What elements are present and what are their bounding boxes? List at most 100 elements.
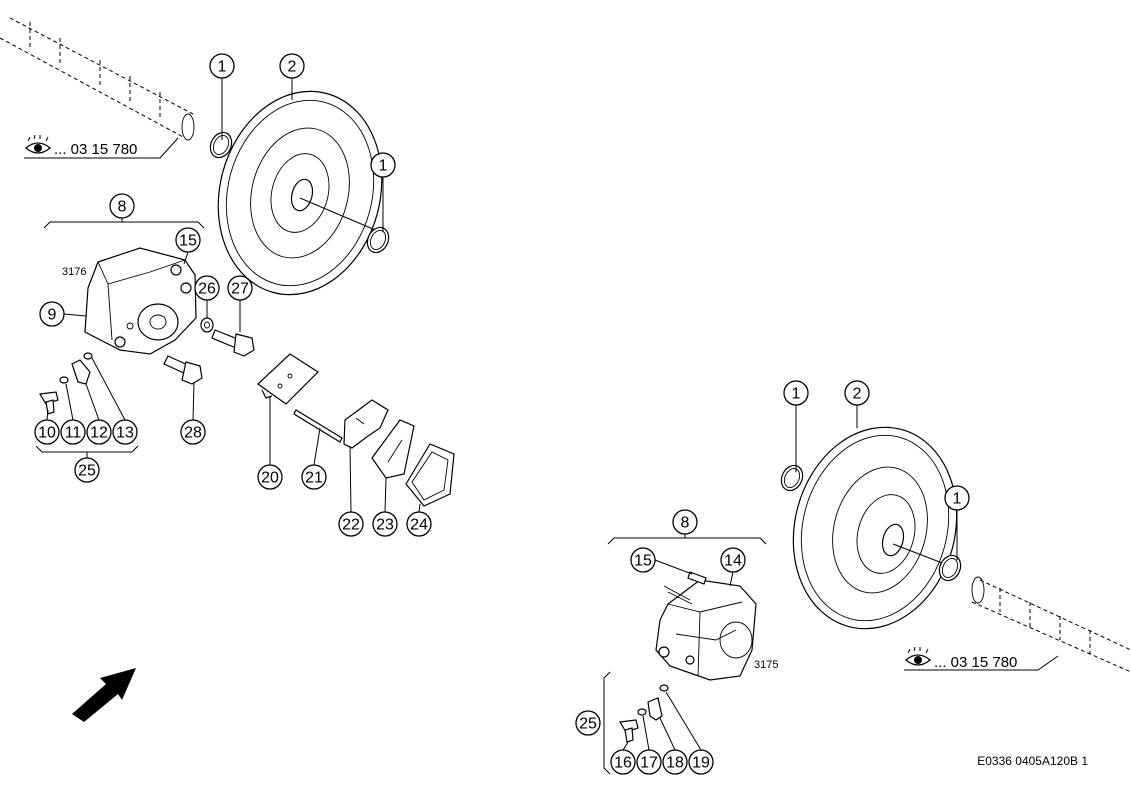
pad-spring-plate — [257, 353, 319, 405]
seal-ring-left — [59, 376, 69, 384]
callout-19: 19 — [688, 749, 714, 775]
eye-icon — [905, 646, 931, 666]
brake-caliper-left — [84, 247, 197, 355]
callout-1: 1 — [370, 152, 396, 178]
callout-11: 11 — [60, 419, 86, 445]
callout-circle — [944, 485, 970, 511]
drawing-number: E0336 0405A120B 1 — [977, 754, 1088, 768]
callout-circle — [86, 419, 112, 445]
callout-number: 19 — [692, 755, 710, 772]
callout-circle — [630, 547, 656, 573]
callout-13: 13 — [112, 419, 138, 445]
bleed-screw-right-top — [663, 571, 707, 605]
axle-shaft-right — [971, 576, 1131, 673]
circlip-left-inner — [209, 131, 233, 159]
leader-lines-left — [24, 78, 421, 513]
callout-25: 25 — [74, 457, 100, 483]
callout-circle — [279, 53, 305, 79]
callout-number: 12 — [90, 425, 108, 442]
callout-circle — [662, 749, 688, 775]
callout-circle — [180, 419, 206, 445]
callout-number: 23 — [376, 517, 394, 534]
callout-circle — [109, 193, 135, 219]
callout-28: 28 — [180, 419, 206, 445]
cap-left — [71, 359, 91, 385]
callout-number: 2 — [853, 386, 862, 403]
callout-number: 8 — [118, 199, 127, 216]
callout-circle — [783, 380, 809, 406]
brake-caliper-right — [655, 579, 757, 681]
callout-circle — [209, 53, 235, 79]
brake-pad — [405, 443, 455, 507]
anti-squeal-shim — [371, 419, 415, 479]
cap-right — [647, 697, 663, 721]
callout-2: 2 — [279, 53, 305, 79]
callout-circle — [610, 749, 636, 775]
callout-circle — [636, 749, 662, 775]
callout-27: 27 — [227, 275, 253, 301]
callout-number: 1 — [218, 59, 227, 76]
callout-circle — [60, 419, 86, 445]
callout-16: 16 — [610, 749, 636, 775]
o-ring-right — [659, 684, 669, 692]
callout-25: 25 — [575, 710, 601, 736]
callout-number: 27 — [231, 281, 249, 298]
callout-number: 16 — [614, 755, 632, 772]
callout-number: 14 — [724, 553, 742, 570]
bleed-screw-left — [39, 391, 59, 415]
callout-circle — [720, 547, 746, 573]
callout-number: 15 — [179, 233, 197, 250]
callout-23: 23 — [372, 511, 398, 537]
callout-circle — [175, 227, 201, 253]
callout-number: 25 — [579, 716, 597, 733]
callout-22: 22 — [338, 511, 364, 537]
bolt-left-lower — [163, 355, 203, 385]
callout-14: 14 — [720, 547, 746, 573]
callout-circle — [34, 419, 60, 445]
callout-number: 26 — [198, 281, 216, 298]
callout-10: 10 — [34, 419, 60, 445]
assembly-code-right: 3175 — [754, 659, 778, 671]
bleed-screw-right — [619, 719, 639, 743]
callout-1: 1 — [783, 380, 809, 406]
callout-number: 1 — [953, 491, 962, 508]
callout-circle — [672, 509, 698, 535]
callout-15: 15 — [175, 227, 201, 253]
axle-shaft-left — [0, 17, 196, 141]
callout-circle — [112, 419, 138, 445]
assembly-code-left: 3176 — [62, 266, 86, 278]
brake-disc-left — [217, 90, 383, 296]
circlip-right-inner — [780, 464, 804, 492]
callout-24: 24 — [406, 511, 432, 537]
callout-number: 1 — [379, 158, 388, 175]
callout-circle — [74, 457, 100, 483]
callout-number: 18 — [666, 755, 684, 772]
callout-number: 21 — [305, 470, 323, 487]
direction-arrow-icon — [72, 668, 136, 722]
callout-12: 12 — [86, 419, 112, 445]
callout-1: 1 — [209, 53, 235, 79]
anti-squeal-clip — [343, 399, 389, 449]
callout-circle — [301, 464, 327, 490]
callout-number: 10 — [38, 425, 56, 442]
callout-8: 8 — [109, 193, 135, 219]
reference-text-left: ... 03 15 780 — [54, 141, 137, 158]
callout-circle — [257, 464, 283, 490]
callout-circle — [338, 511, 364, 537]
callout-number: 2 — [288, 59, 297, 76]
callout-number: 24 — [410, 517, 428, 534]
callout-17: 17 — [636, 749, 662, 775]
callout-number: 20 — [261, 470, 279, 487]
leader-lines-right — [603, 405, 1059, 775]
seal-ring-right — [637, 708, 647, 716]
callout-circle — [194, 275, 220, 301]
callout-circle — [844, 380, 870, 406]
callout-26: 26 — [194, 275, 220, 301]
callout-number: 13 — [116, 425, 134, 442]
callout-circle — [575, 710, 601, 736]
callout-number: 9 — [48, 307, 57, 324]
eye-icon — [25, 134, 51, 154]
callout-1: 1 — [944, 485, 970, 511]
